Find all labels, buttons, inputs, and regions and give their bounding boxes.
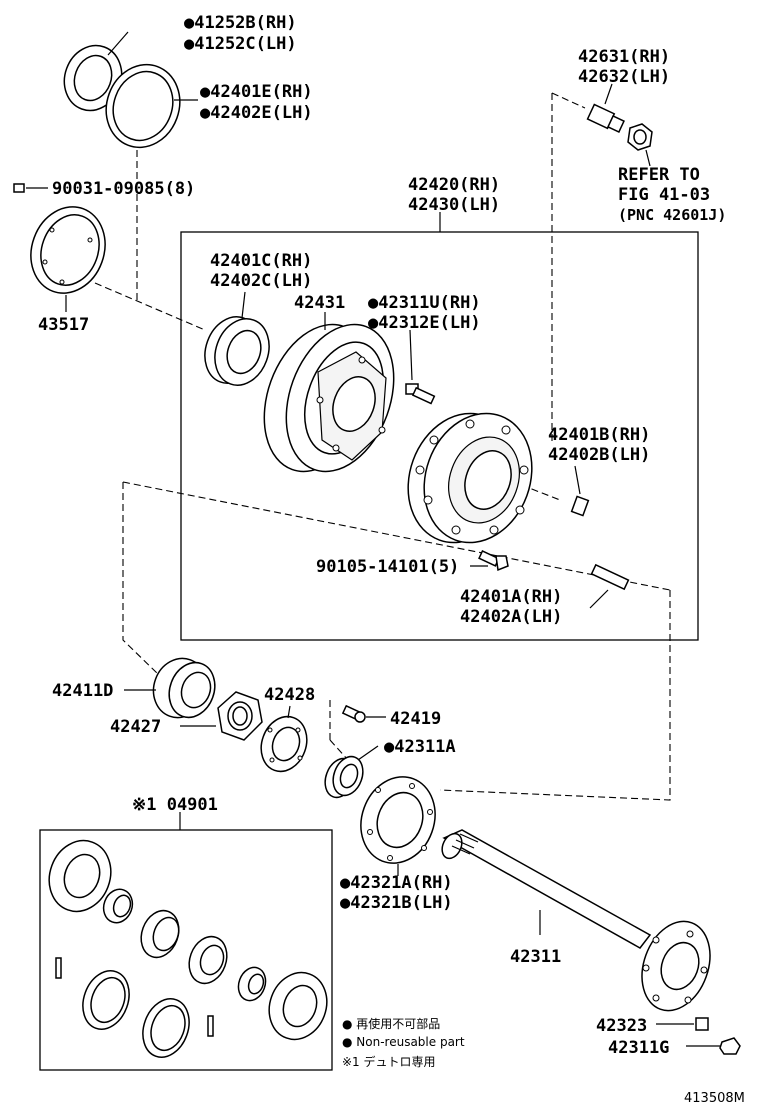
label-refer-pnc: (PNC 42601J) — [618, 206, 726, 224]
bearing-cone-42411D — [152, 657, 216, 719]
label-90105: 90105-14101(5) — [316, 557, 459, 577]
label-42401C-lh: 42402C(LH) — [210, 271, 312, 291]
dashed-guides — [94, 92, 671, 801]
label-42311A: ●42311A — [384, 737, 456, 757]
label-43517: 43517 — [38, 315, 89, 335]
figure-id: 413508M — [684, 1091, 745, 1106]
label-refer-fig: FIG 41-03 — [618, 185, 710, 205]
nut-42311G — [719, 1037, 741, 1055]
seal-42311A — [324, 755, 364, 799]
kit-box-04901 — [39, 829, 333, 1071]
label-42311U-lh: ●42312E(LH) — [368, 313, 481, 333]
label-42420-lh: 42430(LH) — [408, 195, 500, 215]
label-42401B-rh: 42401B(RH) — [548, 425, 650, 445]
lock-washer-42428 — [260, 715, 308, 773]
label-refer-to: REFER TO — [618, 165, 700, 185]
label-42431: 42431 — [294, 293, 345, 313]
label-41252-lh: ●41252C(LH) — [184, 34, 297, 54]
lock-nut-42427 — [217, 691, 263, 741]
label-42420-rh: 42420(RH) — [408, 175, 500, 195]
label-42311U-rh: ●42311U(RH) — [368, 293, 481, 313]
label-42401C-rh: 42401C(RH) — [210, 251, 312, 271]
hub-bolt-42631 — [586, 103, 653, 151]
label-42631-lh: 42632(LH) — [578, 67, 670, 87]
label-42428: 42428 — [264, 685, 315, 705]
gasket-42321A — [360, 776, 436, 864]
legend-non-reusable-ja: ● 再使用不可部品 — [342, 1016, 440, 1031]
label-90031: 90031-09085(8) — [52, 179, 195, 199]
label-42419: 42419 — [390, 709, 441, 729]
legend: ● 再使用不可部品 ● Non-reusable part ※1 デュトロ専用 — [342, 1016, 465, 1069]
label-42311G: 42311G — [608, 1038, 669, 1058]
kit-contents-04901 — [48, 839, 328, 1058]
label-42323: 42323 — [596, 1016, 647, 1036]
label-42401E-rh: ●42401E(RH) — [200, 82, 313, 102]
label-41252-rh: ●41252B(RH) — [184, 13, 297, 33]
oil-seal-42401E — [105, 63, 181, 149]
axle-hub-42420 — [407, 412, 533, 544]
label-42401A-rh: 42401A(RH) — [460, 587, 562, 607]
brake-drum-42431 — [263, 323, 395, 473]
pin-42401B — [570, 495, 590, 517]
label-42427: 42427 — [110, 717, 161, 737]
legend-dutro-only: ※1 デュトロ専用 — [342, 1054, 436, 1069]
legend-non-reusable-en: ● Non-reusable part — [342, 1035, 465, 1049]
label-04901: ※1 04901 — [132, 795, 218, 815]
label-42401B-lh: 42402B(LH) — [548, 445, 650, 465]
label-42321A-rh: ●42321A(RH) — [340, 873, 453, 893]
label-42401E-lh: ●42402E(LH) — [200, 103, 313, 123]
stud-42323 — [695, 1017, 709, 1031]
part-labels: ●41252B(RH) ●41252C(LH) ●42401E(RH) ●424… — [38, 13, 726, 1058]
bolt-90105 — [478, 549, 509, 572]
label-42411D: 42411D — [52, 681, 113, 701]
stud-42401A — [590, 563, 630, 591]
label-42321A-lh: ●42321B(LH) — [340, 893, 453, 913]
label-42401A-lh: 42402A(LH) — [460, 607, 562, 627]
label-42631-rh: 42631(RH) — [578, 47, 670, 67]
axle-shaft-42311 — [441, 829, 711, 1012]
hub-stud-42311U — [405, 383, 436, 405]
label-42311: 42311 — [510, 947, 561, 967]
screw-42419 — [341, 704, 366, 723]
bolt-90031 — [13, 183, 25, 193]
sensor-rotor-43517 — [30, 206, 106, 294]
bearing-42401C — [204, 316, 270, 386]
